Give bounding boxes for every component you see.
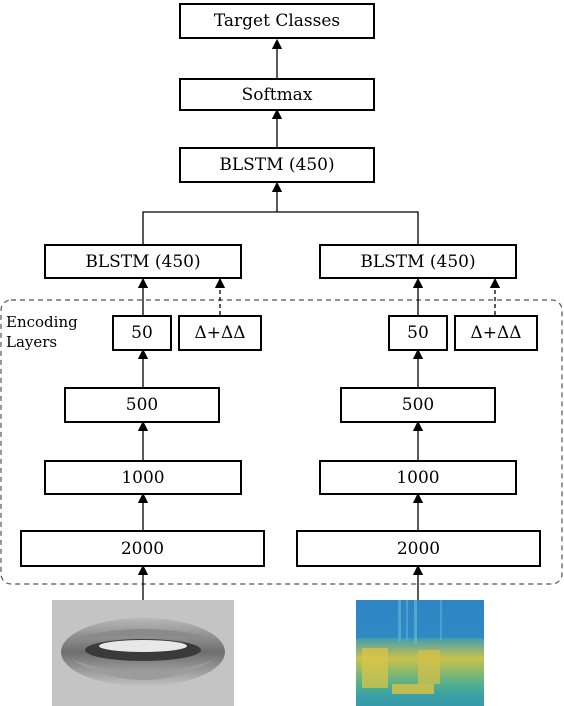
target-classes-box: Target Classes: [179, 3, 375, 39]
left-500-box: 500: [64, 387, 220, 423]
left-1000-label: 1000: [121, 467, 165, 488]
left-bottleneck-label: 50: [131, 323, 153, 343]
left-delta-box: Δ+ΔΔ: [178, 315, 262, 351]
right-bottleneck-label: 50: [407, 323, 429, 343]
left-2000-label: 2000: [120, 538, 165, 559]
right-500-label: 500: [401, 395, 435, 415]
left-500-label: 500: [125, 395, 159, 415]
left-blstm-box: BLSTM (450): [44, 244, 242, 279]
right-1000-label: 1000: [396, 467, 440, 488]
encoding-layers-label: Encoding Layers: [6, 312, 78, 352]
right-bottleneck-box: 50: [388, 315, 448, 351]
right-500-box: 500: [340, 387, 496, 423]
merge-lines: [142, 211, 419, 244]
right-blstm-label: BLSTM (450): [360, 251, 476, 272]
left-blstm-label: BLSTM (450): [85, 251, 201, 272]
left-delta-label: Δ+ΔΔ: [194, 323, 246, 343]
right-blstm-box: BLSTM (450): [319, 244, 517, 279]
right-delta-label: Δ+ΔΔ: [470, 323, 522, 343]
right-delta-box: Δ+ΔΔ: [454, 315, 538, 351]
encoding-region: [0, 299, 563, 585]
right-1000-box: 1000: [319, 460, 517, 495]
softmax-label: Softmax: [241, 84, 313, 105]
right-2000-label: 2000: [396, 538, 441, 559]
mouth-image: [52, 600, 234, 706]
left-2000-box: 2000: [20, 530, 265, 567]
top-blstm-box: BLSTM (450): [179, 147, 375, 183]
encoding-label-line1: Encoding: [6, 313, 78, 331]
spectrogram-image: [356, 600, 484, 706]
left-bottleneck-box: 50: [112, 315, 172, 351]
encoding-label-line2: Layers: [6, 333, 58, 351]
softmax-box: Softmax: [179, 78, 375, 111]
target-classes-label: Target Classes: [213, 11, 341, 31]
left-1000-box: 1000: [44, 460, 242, 495]
top-blstm-label: BLSTM (450): [219, 155, 335, 175]
right-2000-box: 2000: [296, 530, 541, 567]
